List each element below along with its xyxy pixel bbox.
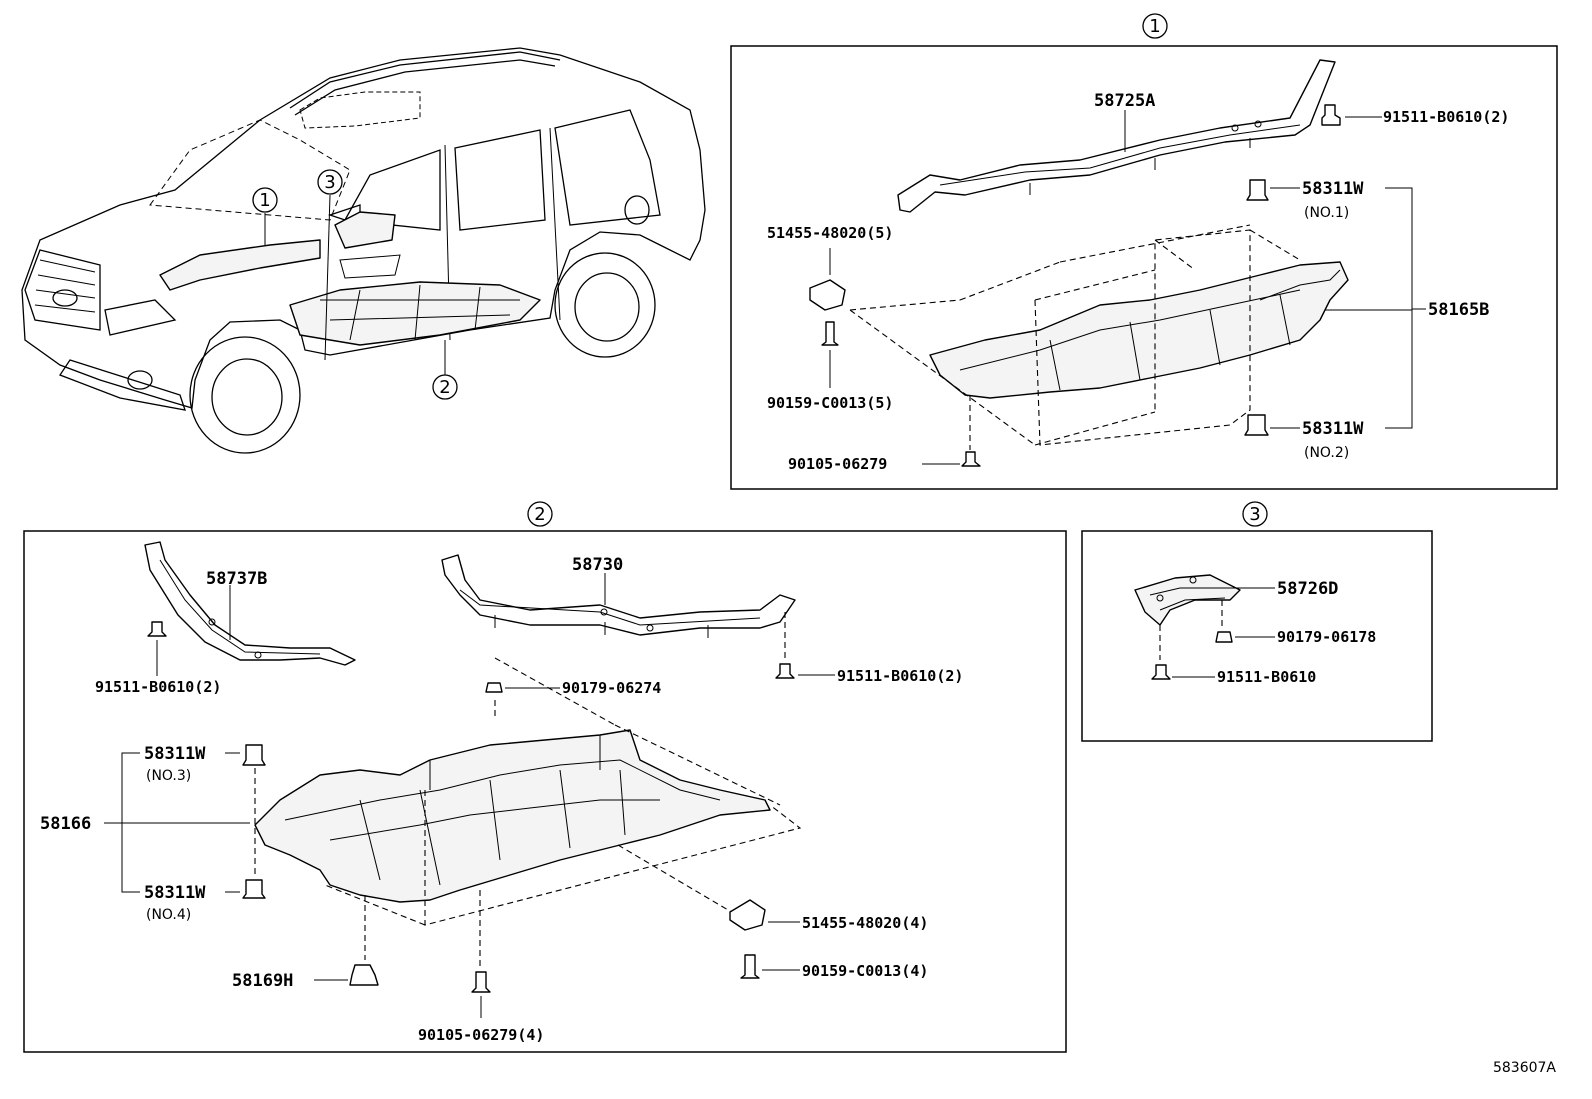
- cover-58165B-shape: [929, 261, 1349, 399]
- label-90105-06279: 90105-06279: [788, 455, 887, 473]
- bracket-58725A-shape: [897, 59, 1336, 213]
- bolt-91511-icon: [1321, 104, 1341, 126]
- label-90179-06274: 90179-06274: [562, 679, 661, 697]
- nut-90179-06274-icon: [485, 682, 503, 693]
- label-58311W-no4: 58311W: [144, 883, 206, 903]
- bracket-58730-shape: [441, 554, 796, 636]
- svg-text:3: 3: [324, 172, 335, 193]
- clip-58311W-no3-icon: [242, 744, 266, 766]
- label-no2: (NO.2): [1304, 445, 1349, 461]
- bolt-90105-4-icon: [471, 971, 491, 993]
- section-1: 1 58725A 91511-B0610(2) 58311W (NO.1) 58…: [730, 13, 1558, 490]
- clip-51455-icon: [809, 279, 846, 311]
- screw-90159-icon: [821, 321, 839, 346]
- label-58311W-bottom: 58311W: [1302, 419, 1364, 439]
- clip-51455-4-icon: [729, 899, 766, 931]
- label-51455-48020-5: 51455-48020(5): [767, 224, 893, 242]
- bolt-90105-icon: [961, 451, 981, 467]
- label-90105-06279-4: 90105-06279(4): [418, 1026, 544, 1044]
- bolt-91511-section3-icon: [1151, 664, 1171, 680]
- label-90159-C0013-4: 90159-C0013(4): [802, 962, 928, 980]
- bolt-91511-left-icon: [147, 621, 167, 637]
- label-58311W-top: 58311W: [1302, 179, 1364, 199]
- label-91511-B0610-2-top: 91511-B0610(2): [1383, 108, 1509, 126]
- screw-90159-4-icon: [740, 954, 760, 979]
- label-no3: (NO.3): [146, 768, 191, 784]
- vehicle-callout-3: 3: [317, 169, 343, 195]
- label-58166: 58166: [40, 814, 91, 834]
- cover-58166-shape: [254, 729, 771, 903]
- clip-58311W-no4-icon: [242, 879, 266, 899]
- nut-90179-06178-icon: [1215, 631, 1233, 643]
- label-58730: 58730: [572, 555, 623, 575]
- bolt-91511-right-icon: [775, 663, 795, 679]
- label-58725A: 58725A: [1094, 91, 1155, 111]
- label-58169H: 58169H: [232, 971, 293, 991]
- section-3-frame: [1081, 530, 1433, 742]
- section-3-title: 3: [1249, 504, 1260, 525]
- svg-text:2: 2: [439, 377, 450, 398]
- label-51455-48020-4: 51455-48020(4): [802, 914, 928, 932]
- grommet-58169H-icon: [349, 964, 379, 986]
- label-no1: (NO.1): [1304, 205, 1349, 221]
- label-91511-B0610: 91511-B0610: [1217, 668, 1316, 686]
- svg-text:1: 1: [259, 190, 270, 211]
- section-1-frame: [730, 45, 1558, 490]
- diagram-reference-code: 583607A: [1493, 1060, 1556, 1076]
- vehicle-callout-2: 2: [432, 374, 458, 400]
- section-1-title: 1: [1149, 16, 1160, 37]
- section-2-title: 2: [534, 504, 545, 525]
- label-91511-B0610-2-right: 91511-B0610(2): [837, 667, 963, 685]
- clip-58311W-no2-icon: [1244, 414, 1269, 436]
- section-2-frame: [23, 530, 1067, 1053]
- label-90179-06178: 90179-06178: [1277, 628, 1376, 646]
- label-58165B: 58165B: [1428, 300, 1489, 320]
- label-58737B: 58737B: [206, 569, 267, 589]
- label-58311W-no3: 58311W: [144, 744, 206, 764]
- section-2: 2 58737B 91511-B0610(2) 58730 91511-B061…: [23, 501, 1067, 1053]
- bracket-58737B-shape: [144, 541, 356, 666]
- label-90159-C0013-5: 90159-C0013(5): [767, 394, 893, 412]
- clip-58311W-no1-icon: [1246, 179, 1269, 201]
- label-91511-B0610-2-left: 91511-B0610(2): [95, 678, 221, 696]
- vehicle-callout-1: 1: [252, 187, 278, 213]
- section-1-badge: [1142, 13, 1168, 39]
- section-3-badge: [1242, 501, 1268, 527]
- vehicle-illustration: [21, 47, 706, 454]
- section-3: 3 58726D 90179-06178 91511-B0610: [1081, 501, 1433, 742]
- label-no4: (NO.4): [146, 907, 191, 923]
- section-2-badge: [527, 501, 553, 527]
- label-58726D: 58726D: [1277, 579, 1338, 599]
